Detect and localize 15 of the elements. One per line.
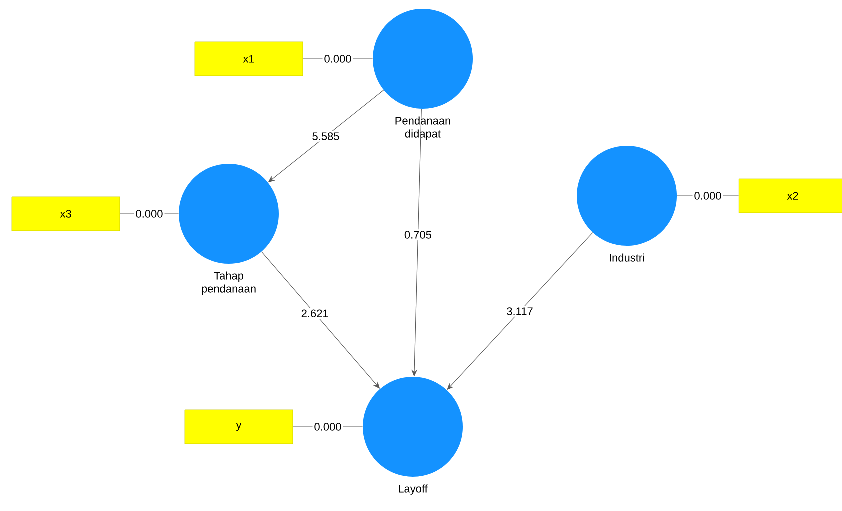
indicator-box: x2 [738,178,842,214]
edge-label: 0.000 [134,208,165,220]
edge-label: 0.000 [692,190,724,202]
indicator-box: x1 [194,42,304,76]
edge-label: 0.000 [312,422,344,432]
edge-label: 5.585 [310,131,342,142]
edge-label: 0.000 [322,54,354,64]
construct-label: Tahap pendanaan [202,272,256,295]
edge-label: 3.117 [505,306,535,317]
construct-label: Industri [610,254,644,262]
construct-label: Layoff [399,484,428,495]
edge-label: 2.621 [300,308,330,320]
edge-label: 0.705 [402,230,434,240]
indicator-box: x3 [12,196,120,232]
indicator-box: y [184,410,294,444]
